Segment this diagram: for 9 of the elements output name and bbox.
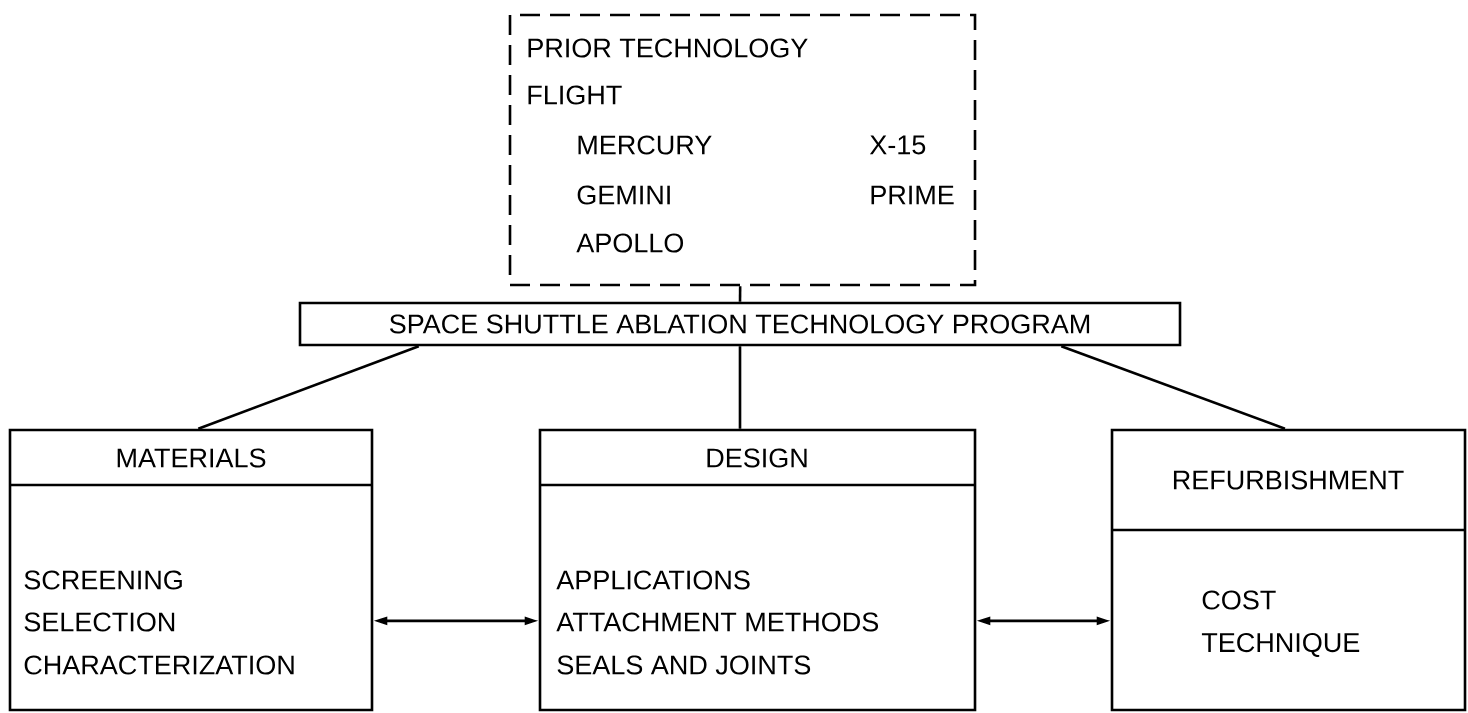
- connector-line: [738, 346, 742, 429]
- connector-line: [197, 345, 420, 430]
- connector-line: [738, 286, 742, 302]
- process-box: MATERIALS SCREENING SELECTION CHARACTERIZATION: [8, 428, 374, 712]
- connector-line: [1060, 345, 1286, 430]
- dashed-box: PRIOR TECHNOLOGY FLIGHT MERCURY GEMINI APOLLO X-15 PRIME: [508, 13, 977, 287]
- title-box: SPACE SHUTTLE ABLATION TECHNOLOGY PROGRAM: [298, 301, 1182, 347]
- process-box: DESIGN APPLICATIONS ATTACHMENT METHODS SEALS AND JOINTS: [538, 428, 977, 712]
- process-box: REFURBISHMENT COST TECHNIQUE: [1110, 428, 1467, 712]
